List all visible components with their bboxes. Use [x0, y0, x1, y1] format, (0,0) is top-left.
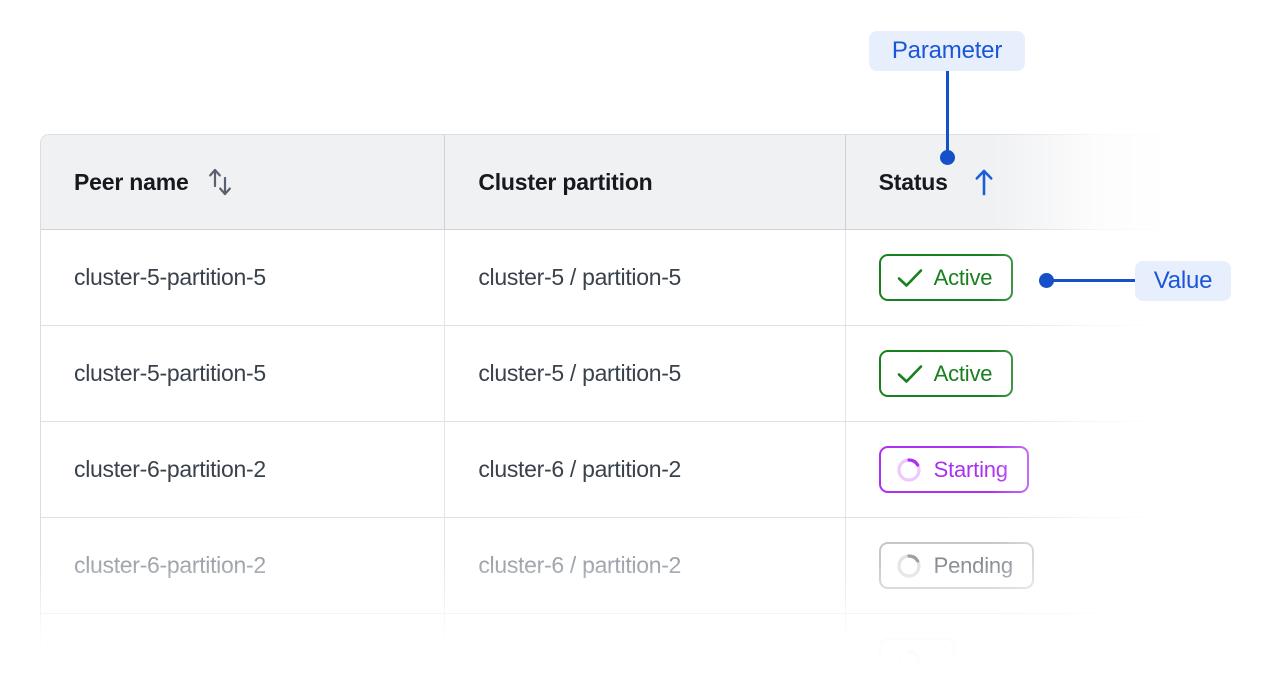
parameter-annotation-label: Parameter [869, 31, 1025, 71]
table-row[interactable]: cluster-6-partition-2 cluster-6 / partit… [41, 518, 1219, 614]
check-icon [897, 363, 923, 385]
column-header-cluster-partition-label: Cluster partition [478, 168, 653, 195]
peers-table: Peer name Cluster partiti [40, 134, 1220, 688]
cell-peer-name: cluster-5-partition-5 [41, 326, 444, 421]
table-row[interactable] [41, 614, 1219, 688]
parameter-annotation-dot [940, 150, 955, 165]
cluster-partition-text: cluster-6 / partition-2 [478, 456, 682, 482]
value-annotation-label: Value [1135, 261, 1231, 301]
column-header-cluster-partition[interactable]: Cluster partition [444, 135, 844, 229]
cell-status: Active [844, 326, 1219, 421]
spinner-icon [895, 648, 923, 676]
check-icon [897, 267, 923, 289]
value-annotation-line [1046, 279, 1138, 282]
status-badge [878, 638, 955, 685]
cell-cluster-partition: cluster-6 / partition-2 [444, 422, 844, 517]
peer-name-text: cluster-5-partition-5 [74, 360, 266, 386]
cluster-partition-text: cluster-5 / partition-5 [478, 264, 682, 290]
spinner-icon [895, 456, 923, 484]
cell-cluster-partition: cluster-5 / partition-5 [444, 326, 844, 421]
peers-table-container: Peer name Cluster partiti [40, 134, 1220, 688]
column-header-status-label: Status [878, 168, 948, 195]
cell-status [844, 614, 1219, 688]
peer-name-text: cluster-6-partition-2 [74, 456, 266, 482]
status-badge-label: Pending [933, 552, 1014, 578]
column-header-status[interactable]: Status [844, 135, 1219, 229]
value-annotation-dot [1039, 273, 1054, 288]
status-badge: Starting [878, 446, 1029, 493]
status-badge: Pending [878, 542, 1034, 589]
status-badge-label: Active [933, 360, 993, 386]
status-badge: Active [878, 254, 1014, 301]
column-header-peer-name-label: Peer name [74, 168, 189, 195]
cell-cluster-partition: cluster-6 / partition-2 [444, 518, 844, 613]
cell-peer-name: cluster-6-partition-2 [41, 422, 444, 517]
arrow-up-icon[interactable] [970, 166, 998, 198]
cell-peer-name: cluster-5-partition-5 [41, 230, 444, 325]
spinner-icon [895, 552, 923, 580]
cluster-partition-text: cluster-5 / partition-5 [478, 360, 682, 386]
peer-name-text: cluster-5-partition-5 [74, 264, 266, 290]
status-badge-label: Active [933, 264, 993, 290]
cell-cluster-partition: cluster-5 / partition-5 [444, 230, 844, 325]
cell-peer-name: cluster-6-partition-2 [41, 518, 444, 613]
parameter-annotation-line [946, 71, 949, 157]
table-row[interactable]: cluster-5-partition-5 cluster-5 / partit… [41, 326, 1219, 422]
cell-peer-name [41, 614, 444, 688]
sort-both-arrows-icon[interactable] [205, 166, 235, 198]
peer-name-text: cluster-6-partition-2 [74, 552, 266, 578]
table-row[interactable]: cluster-6-partition-2 cluster-6 / partit… [41, 422, 1219, 518]
cell-status: Pending [844, 518, 1219, 613]
column-header-peer-name[interactable]: Peer name [41, 135, 444, 229]
cell-status: Starting [844, 422, 1219, 517]
status-badge-label: Starting [933, 456, 1008, 482]
cluster-partition-text: cluster-6 / partition-2 [478, 552, 682, 578]
status-badge: Active [878, 350, 1014, 397]
cell-cluster-partition [444, 614, 844, 688]
table-header-row: Peer name Cluster partiti [41, 135, 1219, 230]
